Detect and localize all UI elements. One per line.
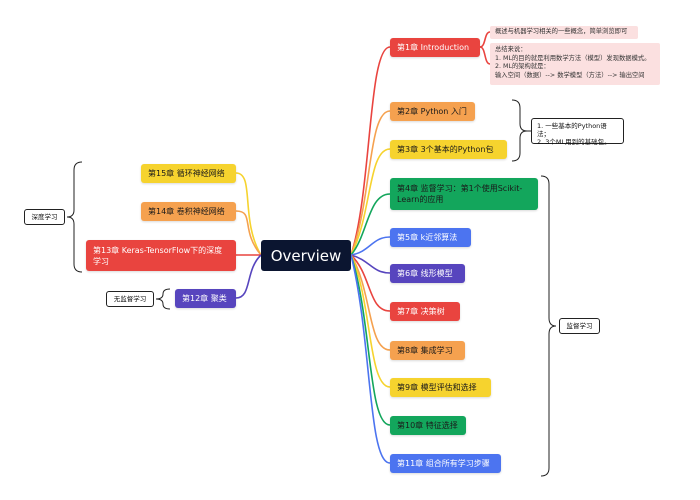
branch-line-ch12 xyxy=(235,254,262,299)
chapter-node-9[interactable]: 第9章 模型评估和选择 xyxy=(390,378,491,397)
root-node-overview[interactable]: Overview xyxy=(261,240,351,271)
group-tag-unsupervised[interactable]: 无监督学习 xyxy=(106,291,154,307)
branch-line-ch2 xyxy=(350,110,391,256)
chapter-node-8[interactable]: 第8章 集成学习 xyxy=(390,341,465,360)
chapter-node-6[interactable]: 第6章 线形模型 xyxy=(390,264,465,283)
branch-line-ch15 xyxy=(235,172,262,256)
note-line: 1. ML的目的就是利用数学方法（模型）发现数据模式。 xyxy=(495,54,651,62)
chapter-node-3[interactable]: 第3章 3个基本的Python包 xyxy=(390,140,507,159)
chapter-label: 第14章 卷积神经网络 xyxy=(148,207,225,216)
root-label: Overview xyxy=(270,246,342,265)
chapter-label: 第10章 特征选择 xyxy=(397,421,458,430)
deep-bracket xyxy=(66,161,83,273)
note-line: 2. ML的架构就是： xyxy=(495,63,550,70)
branch-line-ch9 xyxy=(350,254,391,388)
chapter-label: 第15章 循环神经网络 xyxy=(148,169,225,178)
chapter-label: 第6章 线形模型 xyxy=(397,269,453,278)
chapter-node-12[interactable]: 第12章 聚类 xyxy=(175,289,236,308)
chapter-label: 第3章 3个基本的Python包 xyxy=(397,145,494,154)
branch-line-ch3 xyxy=(350,148,391,256)
supervised-bracket xyxy=(540,175,557,477)
intro-link-1 xyxy=(479,31,491,48)
note-line: 输入空间（数据）--> 数学模型（方法）--> 输出空间 xyxy=(495,71,645,79)
branch-line-ch8 xyxy=(350,254,391,351)
chapter-label: 第12章 聚类 xyxy=(182,294,227,303)
intro-note-summary: 总结来说： 1. ML的目的就是利用数学方法（模型）发现数据模式。 2. ML的… xyxy=(490,43,660,85)
python-bracket xyxy=(511,99,528,162)
chapter-node-14[interactable]: 第14章 卷积神经网络 xyxy=(141,202,236,221)
tag-label: 深度学习 xyxy=(31,213,58,221)
branch-line-ch7 xyxy=(350,254,391,312)
note-line: 总结来说： xyxy=(495,46,527,53)
branch-line-ch6 xyxy=(350,254,391,274)
chapter-node-7[interactable]: 第7章 决策树 xyxy=(390,302,460,321)
tag-label: 无监督学习 xyxy=(113,295,147,303)
unsupervised-bracket xyxy=(155,288,171,310)
summary-line: 2. 3个ML用到的基础包。 xyxy=(537,138,611,146)
branch-line-ch5 xyxy=(350,236,391,256)
chapter-node-13[interactable]: 第13章 Keras-TensorFlow下的深度学习 xyxy=(86,240,236,271)
note-text: 概述与机器学习相关的一些概念，简单浏览即可 xyxy=(495,28,628,35)
chapter-node-1[interactable]: 第1章 Introduction xyxy=(390,38,480,57)
chapter-label: 第8章 集成学习 xyxy=(397,346,453,355)
chapter-node-5[interactable]: 第5章 k近邻算法 xyxy=(390,228,471,247)
chapter-label: 第9章 模型评估和选择 xyxy=(397,383,477,392)
chapter-label: 第5章 k近邻算法 xyxy=(397,233,458,242)
intro-link-2 xyxy=(479,46,491,65)
chapter-node-15[interactable]: 第15章 循环神经网络 xyxy=(141,164,236,183)
chapter-node-2[interactable]: 第2章 Python 入门 xyxy=(390,102,475,121)
branch-line-ch14 xyxy=(235,210,262,256)
chapter-label: 第13章 Keras-TensorFlow下的深度学习 xyxy=(93,245,223,266)
group-tag-supervised[interactable]: 监督学习 xyxy=(559,318,600,334)
chapter-node-4[interactable]: 第4章 监督学习：第1个使用Scikit-Learn的应用 xyxy=(390,178,538,210)
chapter-node-10[interactable]: 第10章 特征选择 xyxy=(390,416,466,435)
chapter-label: 第7章 决策树 xyxy=(397,307,445,316)
intro-note-concepts: 概述与机器学习相关的一些概念，简单浏览即可 xyxy=(490,26,638,39)
branch-line-ch1 xyxy=(350,46,391,256)
chapter-label: 第11章 组合所有学习步骤 xyxy=(397,459,490,468)
chapter-label: 第4章 监督学习：第1个使用Scikit-Learn的应用 xyxy=(397,184,523,204)
group-tag-deep-learning[interactable]: 深度学习 xyxy=(24,209,65,225)
tag-label: 监督学习 xyxy=(566,322,593,330)
branch-line-ch4 xyxy=(350,193,391,256)
chapter-label: 第2章 Python 入门 xyxy=(397,107,467,116)
summary-line: 1. 一些基本的Python语法； xyxy=(537,122,607,138)
chapter-node-11[interactable]: 第11章 组合所有学习步骤 xyxy=(390,454,501,473)
branch-line-ch11 xyxy=(350,254,391,464)
python-summary-box[interactable]: 1. 一些基本的Python语法； 2. 3个ML用到的基础包。 xyxy=(531,118,624,146)
branch-line-ch10 xyxy=(350,254,391,426)
chapter-label: 第1章 Introduction xyxy=(397,43,470,52)
